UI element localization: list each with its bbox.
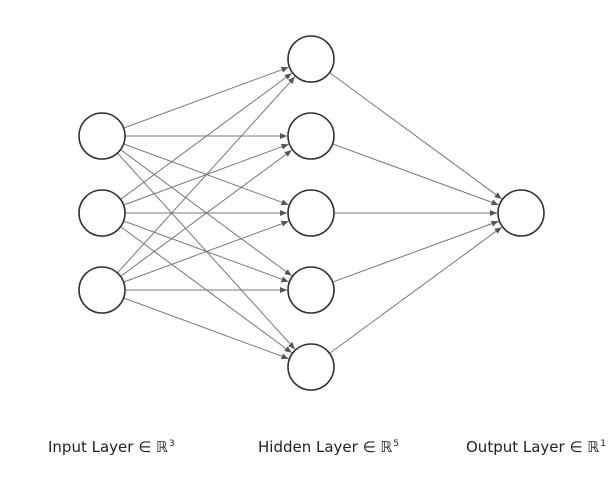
input-neuron-1: [78, 112, 126, 160]
hidden-neuron-3: [287, 189, 335, 237]
output-layer-label-text: Output Layer ∈ ℝ: [466, 438, 600, 456]
hidden-layer-label: Hidden Layer ∈ ℝ5: [258, 434, 399, 457]
edge-input-3-to-hidden-2: [120, 149, 292, 277]
output-layer-dim: 1: [600, 439, 606, 449]
input-neuron-3: [78, 266, 126, 314]
input-layer-dim: 3: [168, 439, 175, 449]
edge-hidden-1-to-output-1: [329, 72, 502, 200]
neurons: [78, 35, 545, 391]
edge-input-1-to-hidden-1: [123, 66, 289, 129]
edge-hidden-5-to-output-1: [329, 226, 502, 354]
hidden-neuron-2: [287, 112, 335, 160]
hidden-layer-dim: 5: [393, 439, 400, 449]
input-layer-label: Input Layer ∈ ℝ3: [48, 434, 175, 457]
hidden-neuron-4: [287, 266, 335, 314]
output-neuron-1: [497, 189, 545, 237]
input-neuron-2: [78, 189, 126, 237]
hidden-layer-label-text: Hidden Layer ∈ ℝ: [258, 438, 393, 456]
edge-input-3-to-hidden-1: [117, 76, 296, 274]
hidden-neuron-1: [287, 35, 335, 83]
connections: [117, 66, 502, 360]
input-layer-label-text: Input Layer ∈ ℝ: [48, 438, 168, 456]
edge-input-3-to-hidden-5: [123, 297, 289, 360]
edge-hidden-4-to-output-1: [332, 220, 499, 283]
edge-input-3-to-hidden-3: [123, 220, 289, 283]
edge-hidden-2-to-output-1: [332, 143, 499, 206]
hidden-neuron-5: [287, 343, 335, 391]
edge-input-2-to-hidden-1: [120, 72, 292, 200]
output-layer-label: Output Layer ∈ ℝ1: [466, 434, 606, 457]
